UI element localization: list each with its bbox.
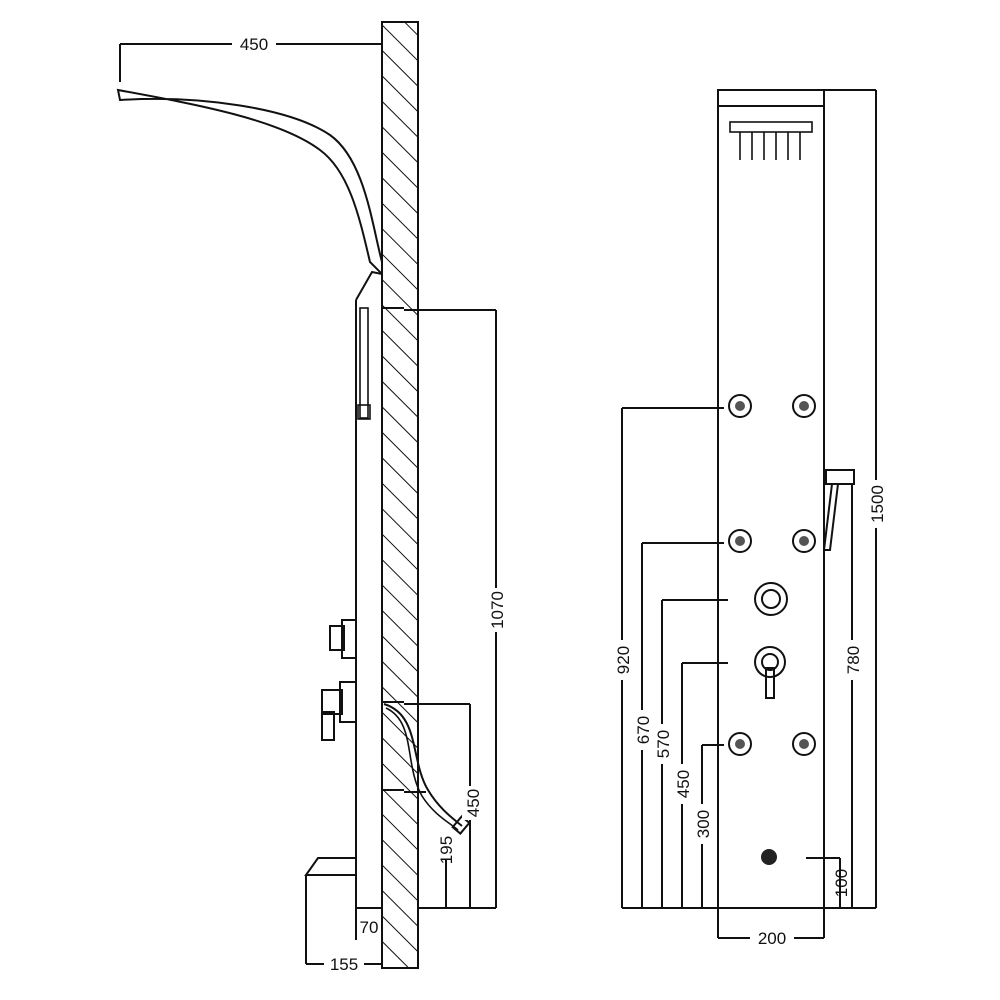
dim-label-panel-width: 200 [758,929,786,948]
front-view: 1500 780 100 920 670 570 450 300 [612,89,888,950]
holder-clip [357,404,371,420]
hose-icon [383,703,463,827]
dim-label-bottom-jets-height: 300 [694,810,713,838]
hand-shower-icon [359,307,369,419]
panel-top-taper [355,270,383,301]
dim-label-lower-knob-height: 450 [674,770,693,798]
wall-hatched [381,21,419,969]
upper-knob-side-icon [329,619,357,659]
bottom-outlet-icon [761,849,777,865]
dim-label-bottom-outlet-height: 100 [832,869,851,897]
side-view: 450 1070 450 195 70 155 [116,21,508,976]
dim-label-top-jets-height: 920 [614,646,633,674]
rain-shower-head-icon [729,121,813,160]
dim-label-upper-knob-height: 570 [654,730,673,758]
tub-spout-side-icon [304,857,356,876]
panel-front [717,89,825,909]
lower-knob-side-icon [321,681,357,741]
dim-label-total-height: 1500 [868,485,887,523]
body-jet-icon [728,394,816,756]
dim-label-body-joint-height: 1070 [488,591,507,629]
dim-label-second-jets-height: 670 [634,716,653,744]
dim-label-panel-depth: 70 [360,918,379,937]
dim-label-hose-outlet-height: 450 [464,789,483,817]
control-knob-icon [754,582,788,699]
dim-label-holder-height: 780 [844,646,863,674]
hand-shower-front-icon [822,469,855,551]
dim-label-spout-depth: 155 [330,955,358,974]
rain-arm-icon [116,88,383,277]
dim-label-arm-projection: 450 [240,35,268,54]
dim-label-lower-outlet-height: 195 [437,836,456,864]
